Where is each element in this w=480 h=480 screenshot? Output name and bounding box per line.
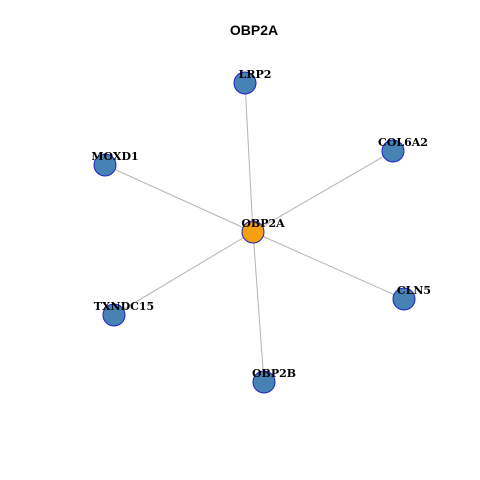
node-cln5[interactable] xyxy=(392,287,416,311)
node-label-obp2a: OBP2A xyxy=(241,217,285,230)
edge-obp2a-col6a2 xyxy=(252,150,394,233)
node-obp2b[interactable] xyxy=(252,370,276,394)
graph-title: OBP2A xyxy=(230,22,278,38)
node-label-lrp2: LRP2 xyxy=(239,68,272,81)
edge-obp2a-cln5 xyxy=(252,231,405,300)
edge-obp2a-obp2b xyxy=(252,231,265,383)
edge-obp2a-txndc15 xyxy=(113,231,254,316)
node-label-col6a2: COL6A2 xyxy=(378,136,428,149)
edge-obp2a-lrp2 xyxy=(244,82,254,233)
node-col6a2[interactable] xyxy=(381,139,405,163)
node-label-obp2b: OBP2B xyxy=(252,367,296,380)
edges-layer xyxy=(104,82,405,383)
node-moxd1[interactable] xyxy=(93,153,117,177)
node-label-moxd1: MOXD1 xyxy=(91,150,138,163)
node-label-cln5: CLN5 xyxy=(397,284,431,297)
node-txndc15[interactable] xyxy=(102,303,126,327)
edge-obp2a-moxd1 xyxy=(104,164,254,233)
nodes-layer xyxy=(93,71,416,394)
node-obp2a[interactable] xyxy=(241,220,265,244)
node-label-txndc15: TXNDC15 xyxy=(94,300,154,313)
node-lrp2[interactable] xyxy=(233,71,257,95)
